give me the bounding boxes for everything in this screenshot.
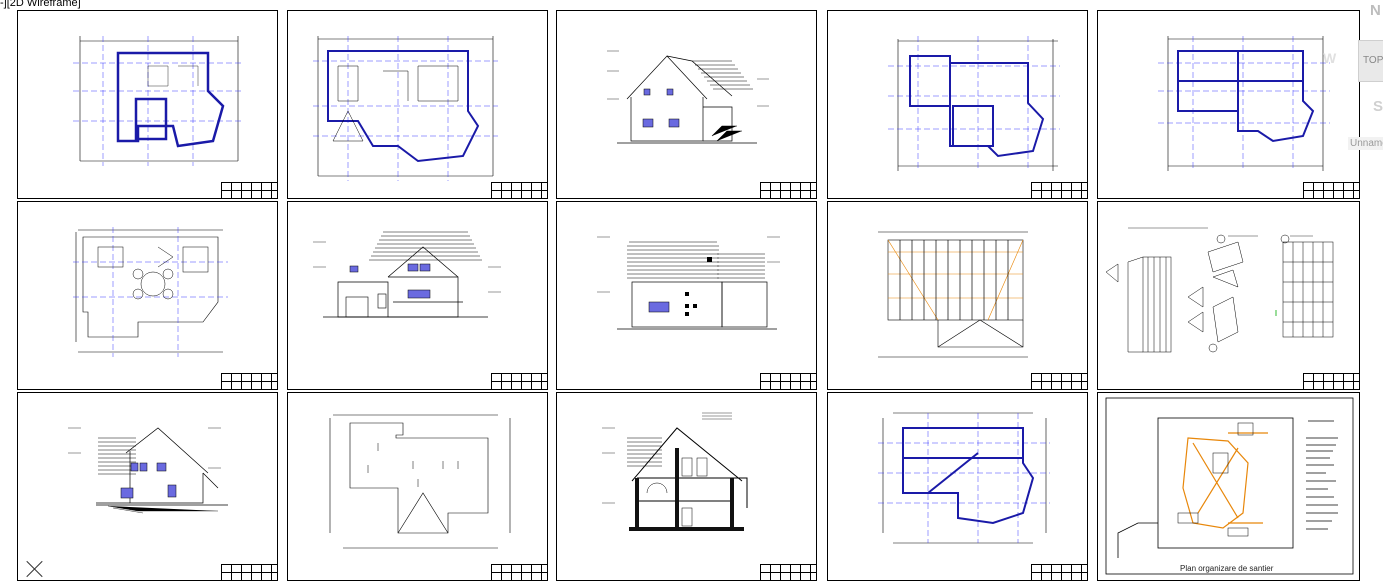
navcube-top-face[interactable]: TOP bbox=[1358, 40, 1383, 82]
sheet-furnished-plan[interactable] bbox=[17, 201, 278, 390]
details-drawing bbox=[1105, 227, 1334, 353]
section-drawing bbox=[602, 412, 748, 531]
title-block bbox=[760, 182, 816, 198]
title-block bbox=[760, 564, 816, 580]
compass-south-label[interactable]: S bbox=[1373, 98, 1383, 115]
plan-drawing bbox=[878, 412, 1050, 544]
title-block bbox=[1303, 373, 1359, 389]
compass-west-label[interactable]: W bbox=[1323, 50, 1337, 66]
sheet-rear-elevation[interactable] bbox=[556, 201, 817, 390]
sheet-side-elevation[interactable] bbox=[556, 10, 817, 199]
viewport-label-text[interactable]: 2D Wireframe] bbox=[9, 0, 81, 9]
navigation-cube[interactable]: N W TOP S Unnamed bbox=[1323, 0, 1383, 160]
sheet-site-plan[interactable]: Plan organizare de santier bbox=[1097, 392, 1360, 581]
sheet-roof-framing-plan[interactable] bbox=[827, 201, 1088, 390]
sheet-roof-plan[interactable] bbox=[287, 392, 548, 581]
elevation-drawing bbox=[313, 231, 501, 318]
title-block bbox=[221, 373, 277, 389]
compass-north-label[interactable]: N bbox=[1370, 2, 1381, 19]
title-block bbox=[221, 182, 277, 198]
title-block bbox=[491, 373, 547, 389]
viewport-label[interactable]: -][2D Wireframe] bbox=[0, 0, 81, 9]
sheet-floor-structure-plan[interactable] bbox=[1097, 10, 1360, 199]
title-block bbox=[1031, 564, 1087, 580]
sheet-first-floor-plan[interactable] bbox=[287, 10, 548, 199]
elevation-drawing bbox=[68, 427, 228, 514]
plan-drawing bbox=[313, 36, 498, 181]
title-block bbox=[491, 182, 547, 198]
sheet-details[interactable] bbox=[1097, 201, 1360, 390]
title-block bbox=[1031, 182, 1087, 198]
elevation-drawing bbox=[597, 236, 780, 330]
title-block bbox=[1031, 373, 1087, 389]
plan-drawing bbox=[73, 36, 243, 166]
title-block bbox=[1303, 182, 1359, 198]
sheet-front-elevation[interactable] bbox=[287, 201, 548, 390]
elevation-drawing bbox=[607, 50, 769, 144]
viewport-label-prefix[interactable]: -][ bbox=[0, 0, 10, 9]
roof-drawing bbox=[878, 231, 1028, 358]
title-block bbox=[221, 564, 277, 580]
sheet-attic-plan[interactable] bbox=[827, 392, 1088, 581]
site-plan-caption: Plan organizare de santier bbox=[1180, 564, 1274, 573]
sheet-foundation-plan[interactable] bbox=[827, 10, 1088, 199]
roofplan-drawing bbox=[329, 414, 511, 549]
plan-drawing bbox=[73, 227, 228, 357]
title-block bbox=[760, 373, 816, 389]
sheet-ground-floor-plan[interactable] bbox=[17, 10, 278, 199]
site-drawing bbox=[1105, 397, 1354, 575]
title-block bbox=[491, 564, 547, 580]
wcs-menu[interactable]: Unnamed bbox=[1348, 137, 1383, 150]
plan-drawing bbox=[1158, 36, 1330, 171]
sheet-side-elevation-2[interactable] bbox=[17, 392, 278, 581]
ucs-icon bbox=[27, 561, 43, 577]
plan-drawing bbox=[888, 36, 1060, 171]
sheet-section[interactable] bbox=[556, 392, 817, 581]
